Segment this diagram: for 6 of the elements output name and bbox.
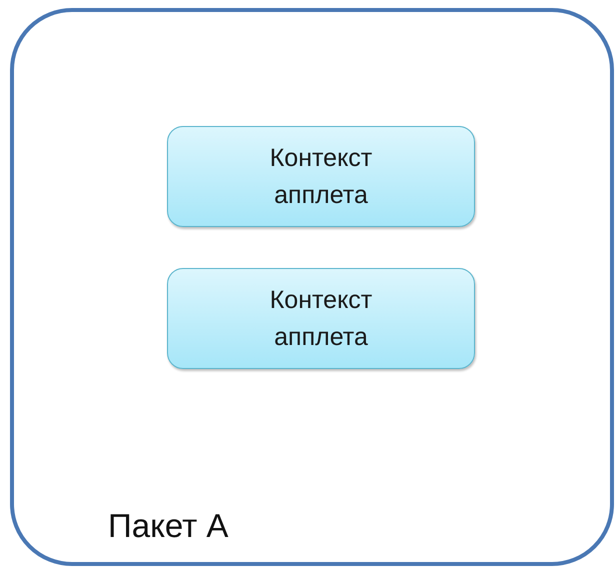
context-box bbox=[167, 126, 475, 227]
package-label: Пакет А bbox=[108, 507, 228, 545]
context-label: Контекст апплета bbox=[268, 284, 374, 352]
context-label: Контекст апплета bbox=[268, 142, 374, 210]
context-box bbox=[167, 268, 475, 369]
package-container bbox=[10, 8, 614, 566]
